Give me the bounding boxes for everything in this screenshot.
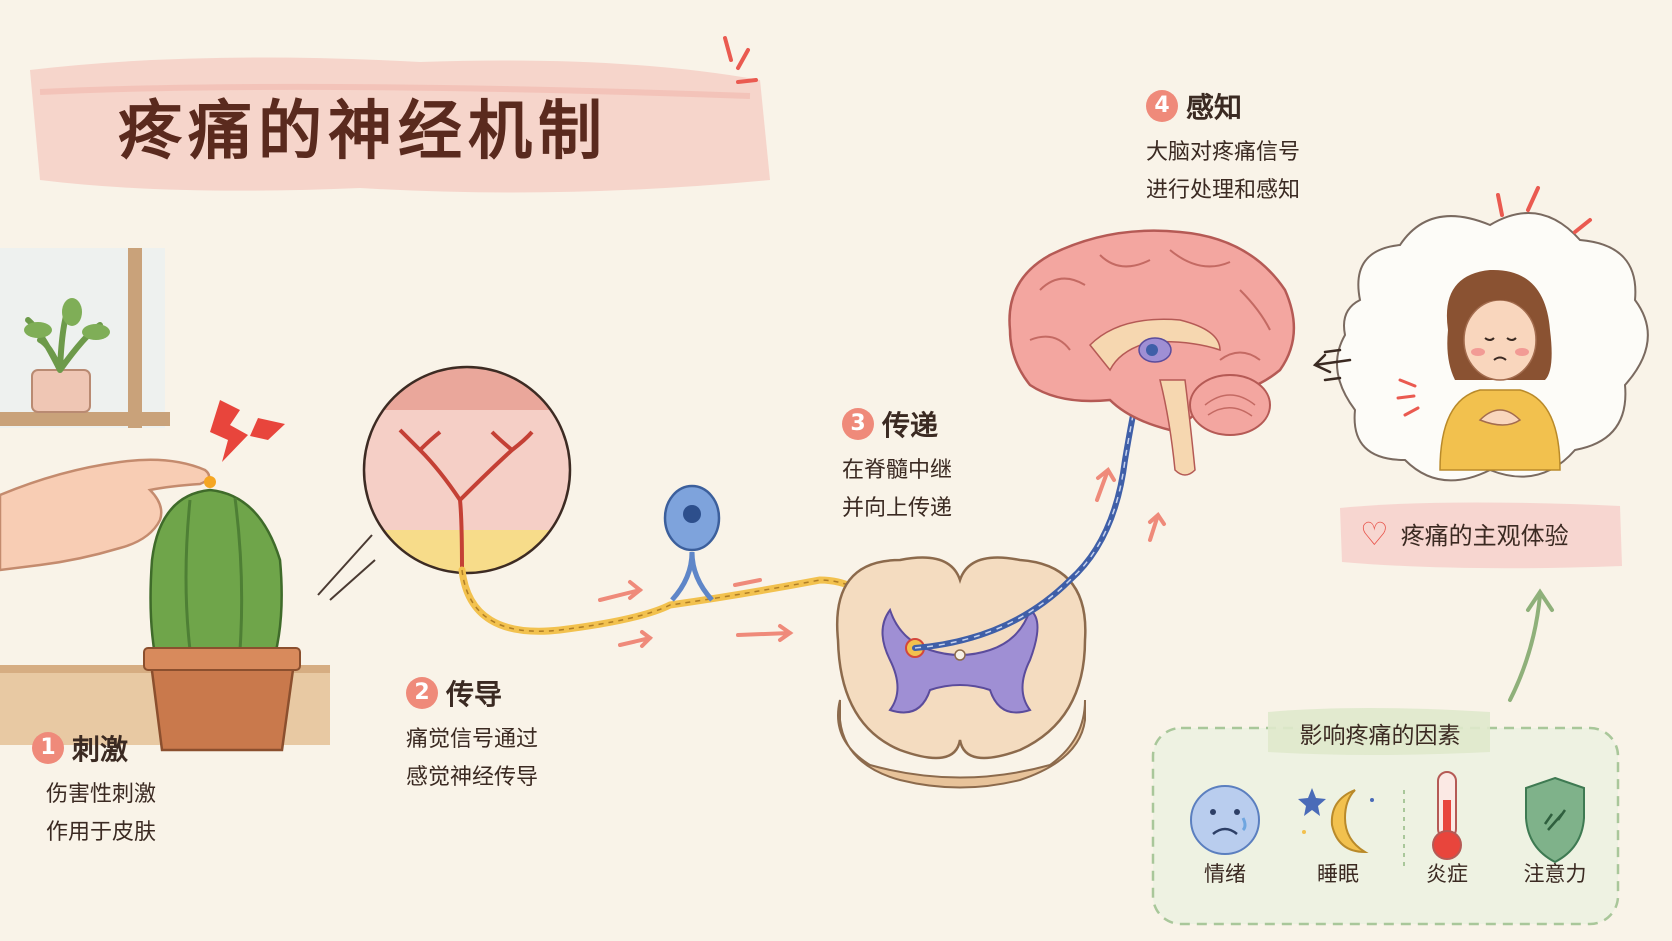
neuron-cell-icon <box>663 484 721 602</box>
hand-illustration <box>0 458 211 572</box>
pain-spark-icon <box>204 400 285 488</box>
step-4-number: 4 <box>1146 90 1178 122</box>
step-4-description: 大脑对疼痛信号 进行处理和感知 <box>1146 134 1300 210</box>
factors-title: 影响疼痛的因素 <box>1299 723 1461 749</box>
moon-stars-icon <box>1298 788 1374 854</box>
feedback-arrow <box>1508 588 1554 702</box>
step-4-line-2: 进行处理和感知 <box>1146 178 1301 203</box>
experience-tag-brush <box>1340 502 1622 569</box>
distress-burst-icon <box>1496 186 1592 234</box>
step-1-heading: 1 刺激 <box>32 728 156 768</box>
factor-label-attention: 注意力 <box>1523 862 1587 886</box>
factor-label-inflammation: 炎症 <box>1426 862 1468 886</box>
step-2-line-1: 痛觉信号通过 <box>406 727 539 752</box>
step-3-title: 传递 <box>882 409 939 442</box>
step-4-title: 感知 <box>1186 91 1243 124</box>
shield-icon <box>1525 776 1585 864</box>
step-1-title: 刺激 <box>72 733 129 766</box>
page-title: 疼痛的神经机制 <box>118 94 608 169</box>
brain-illustration <box>1008 229 1296 476</box>
girl-in-pain-illustration <box>1439 269 1561 471</box>
step-2-line-2: 感觉神经传导 <box>406 765 539 790</box>
step-3-number: 3 <box>842 408 874 440</box>
step-3-heading: 3 传递 <box>842 404 952 444</box>
step-1-block: 1 刺激 伤害性刺激 作用于皮肤 <box>32 728 156 852</box>
step-4-line-1: 大脑对疼痛信号 <box>1146 140 1301 165</box>
step-1-line-2: 作用于皮肤 <box>46 820 157 845</box>
cactus-illustration <box>143 488 301 752</box>
step-2-number: 2 <box>406 677 438 709</box>
step-1-number: 1 <box>32 732 64 764</box>
step-2-heading: 2 传导 <box>406 673 538 713</box>
step-3-line-2: 并向上传递 <box>842 496 953 521</box>
title-burst-icon <box>723 36 758 84</box>
thermometer-icon <box>1432 771 1462 860</box>
step-1-description: 伤害性刺激 作用于皮肤 <box>46 776 156 852</box>
sad-face-icon <box>1190 785 1260 855</box>
step-2-description: 痛觉信号通过 感觉神经传导 <box>406 721 538 797</box>
step-4-block: 4 感知 大脑对疼痛信号 进行处理和感知 <box>1146 86 1300 210</box>
step-3-line-1: 在脊髓中继 <box>842 458 953 483</box>
step-2-title: 传导 <box>446 678 503 711</box>
ascending-arrows <box>1095 467 1166 542</box>
skin-cross-section <box>364 367 570 573</box>
factor-label-sleep: 睡眠 <box>1317 862 1359 886</box>
spinal-cord-cross-section <box>835 556 1087 789</box>
pain-link-arrow <box>1312 348 1352 382</box>
zoom-pointer <box>317 534 376 601</box>
body-pain-marks-icon <box>1396 378 1420 417</box>
heart-icon: ♡ <box>1360 514 1389 553</box>
experience-tag-label: 疼痛的主观体验 <box>1400 522 1569 550</box>
step-3-block: 3 传递 在脊髓中继 并向上传递 <box>842 404 952 528</box>
signal-arrows <box>598 578 794 648</box>
experience-tag: ♡ 疼痛的主观体验 <box>1360 516 1569 551</box>
step-4-heading: 4 感知 <box>1146 86 1300 126</box>
step-1-line-1: 伤害性刺激 <box>46 782 157 807</box>
window-plant-illustration <box>0 248 170 428</box>
step-3-description: 在脊髓中继 并向上传递 <box>842 452 952 528</box>
step-2-block: 2 传导 痛觉信号通过 感觉神经传导 <box>406 673 538 797</box>
factor-label-emotion: 情绪 <box>1204 862 1246 886</box>
